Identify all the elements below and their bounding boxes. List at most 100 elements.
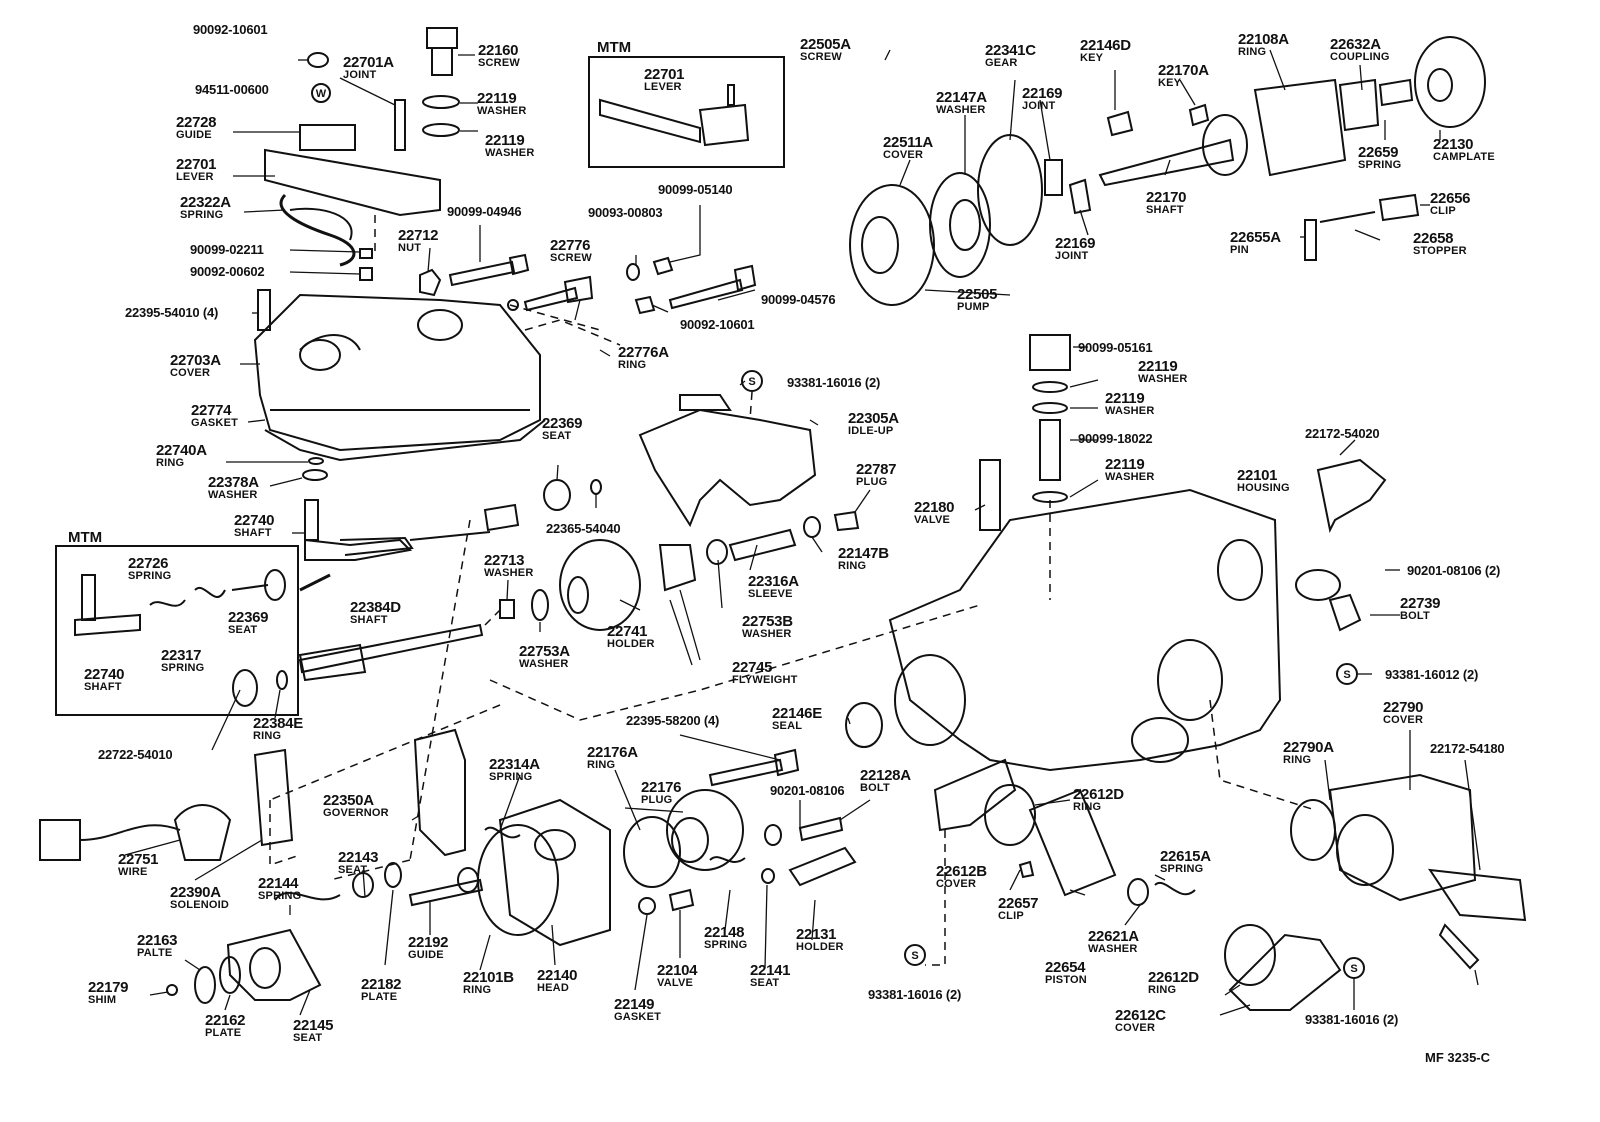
part-name: RING [618, 359, 647, 371]
part-number: 22654 [1045, 959, 1086, 976]
part-number: 22314A [489, 756, 540, 773]
part-callout: 94511-00600 [195, 83, 269, 96]
part-number: 22384D [350, 599, 401, 616]
part-number: 22305A [848, 410, 899, 427]
part-name: KEY [1080, 52, 1104, 64]
part-name: PLUG [641, 794, 673, 806]
part-number: 22146E [772, 705, 822, 722]
part-number: 22658 [1413, 230, 1454, 247]
part-number: 90099-04576 [761, 292, 836, 307]
part-number: 22505A [800, 36, 851, 53]
part-callout: 22722-54010 [98, 747, 173, 762]
part-number: 22128A [860, 767, 911, 784]
part-number: 22172-54020 [1305, 426, 1380, 441]
part-number: 22753B [742, 613, 793, 630]
part-name: VALVE [657, 977, 694, 989]
part-name: WASHER [477, 105, 527, 117]
part-number: 22170 [1146, 189, 1187, 206]
part-number: 22176A [587, 744, 638, 761]
part-number: 22776A [618, 344, 669, 361]
part-name: FLYWEIGHT [732, 674, 798, 686]
part-number: 22659 [1358, 144, 1399, 161]
part-number: 22147B [838, 545, 889, 562]
part-number: 94511-00600 [195, 82, 269, 97]
part-number: 22701 [176, 156, 217, 173]
part-number: 22722-54010 [98, 747, 173, 762]
part-callout: 22172-54180 [1430, 741, 1505, 756]
part-number: 22745 [732, 659, 773, 676]
part-callout: 90099-04946 [447, 205, 522, 218]
part-name: GASKET [191, 417, 239, 429]
part-name: WASHER [485, 147, 535, 159]
part-name: COVER [1115, 1022, 1156, 1034]
part-number: 93381-16012 (2) [1385, 667, 1479, 682]
part-number: 22615A [1160, 848, 1211, 865]
part-number: 22341C [985, 42, 1036, 59]
part-number: 90099-18022 [1078, 431, 1153, 446]
part-number: 22369 [228, 609, 269, 626]
part-number: 22703A [170, 352, 221, 369]
part-name: PUMP [957, 301, 990, 313]
part-number: 22140 [537, 967, 578, 984]
part-number: 22162 [205, 1012, 246, 1029]
part-number: 90099-02211 [190, 242, 264, 257]
part-name: SPRING [128, 570, 172, 582]
part-callout: 90092-00602 [190, 265, 265, 278]
part-number: 22104 [657, 962, 698, 979]
part-number: 22146D [1080, 37, 1131, 54]
part-name: RING [1073, 801, 1102, 813]
part-number: 22365-54040 [546, 521, 621, 536]
part-number: 22119 [477, 90, 517, 107]
part-name: GASKET [614, 1011, 662, 1023]
part-name: WASHER [1105, 471, 1155, 483]
part-number: 22316A [748, 573, 799, 590]
part-number: 90099-05161 [1078, 340, 1153, 355]
part-name: LEVER [176, 171, 214, 183]
part-name: SHIM [88, 994, 117, 1006]
part-number: 22119 [485, 132, 525, 149]
part-name: SPRING [161, 662, 205, 674]
part-name: GEAR [985, 57, 1018, 69]
part-number: 22751 [118, 851, 159, 868]
part-number: 22712 [398, 227, 439, 244]
part-name: SPRING [704, 939, 748, 951]
part-callout: 22365-54040 [546, 521, 621, 536]
part-name: JOINT [343, 69, 377, 81]
part-number: 90099-05140 [658, 182, 733, 197]
part-number: 22713 [484, 552, 525, 569]
part-callout: 90099-02211 [190, 243, 264, 256]
part-number: 90201-08106 (2) [1407, 563, 1501, 578]
part-number: 22172-54180 [1430, 741, 1505, 756]
part-name: GUIDE [176, 129, 212, 141]
part-callout: 90099-05161 [1078, 340, 1153, 355]
part-name: SEAT [228, 624, 258, 636]
part-callout: 90099-18022 [1078, 431, 1153, 446]
part-number: 22141 [750, 962, 791, 979]
part-name: RING [253, 730, 282, 742]
part-name: HOLDER [607, 638, 655, 650]
